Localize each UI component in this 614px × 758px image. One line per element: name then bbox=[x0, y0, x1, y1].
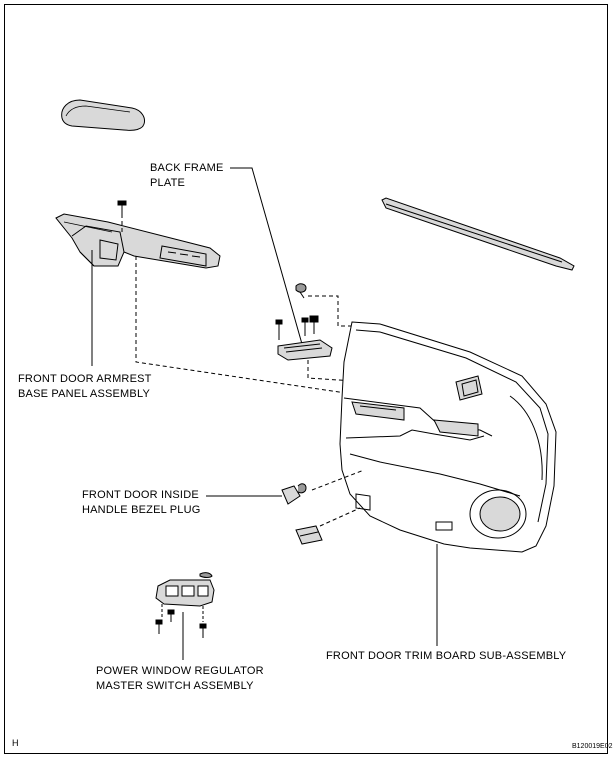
figure-id: B120019E02 bbox=[572, 743, 613, 750]
inside-handle-bezel-plug-part bbox=[281, 483, 307, 505]
armrest-pad-part bbox=[61, 99, 145, 131]
label-trim-board: FRONT DOOR TRIM BOARD SUB-ASSEMBLY bbox=[326, 650, 567, 662]
armrest-base-panel-part bbox=[55, 213, 221, 269]
label-armrest-base-panel: FRONT DOOR ARMREST BASE PANEL ASSEMBLY bbox=[18, 373, 152, 400]
power-window-switch-part bbox=[155, 572, 215, 638]
label-power-window-switch: POWER WINDOW REGULATOR MASTER SWITCH ASS… bbox=[96, 665, 264, 692]
belt-moulding-part bbox=[381, 197, 575, 271]
diagram-frame bbox=[4, 4, 608, 754]
trim-guide-lines bbox=[311, 469, 365, 527]
back-frame-plate-part bbox=[275, 283, 333, 361]
door-trim-board-part bbox=[339, 321, 557, 553]
leader-lines bbox=[91, 167, 438, 660]
label-inside-handle-bezel-plug: FRONT DOOR INSIDE HANDLE BEZEL PLUG bbox=[82, 489, 201, 516]
armrest-screw bbox=[117, 200, 127, 214]
corner-letter: H bbox=[12, 738, 19, 748]
small-cap-part bbox=[295, 525, 323, 545]
label-back-frame-plate: BACK FRAME PLATE bbox=[150, 162, 224, 189]
